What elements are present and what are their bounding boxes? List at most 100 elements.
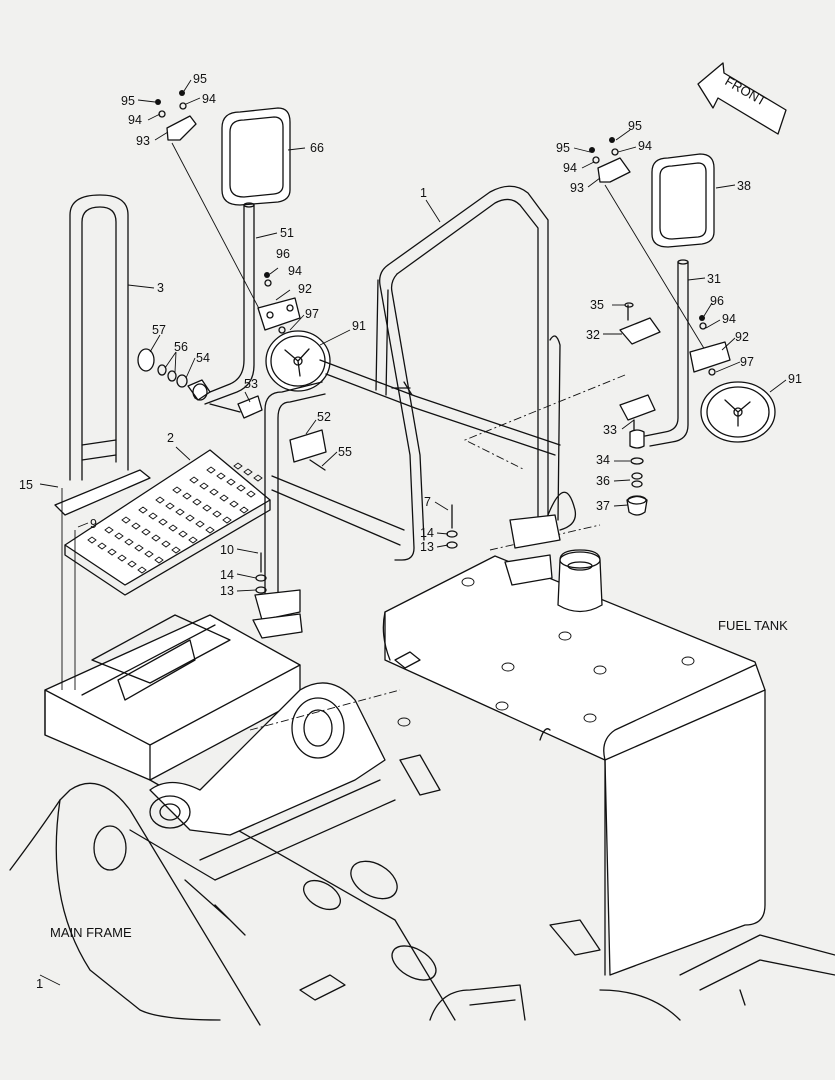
callout-7: 7	[424, 495, 431, 509]
callout-95: 95	[121, 94, 135, 108]
callout-56: 56	[174, 340, 188, 354]
callout-numbers: 95 95 94 94 93 66 51 96 94 92 97 91 3 57…	[19, 72, 802, 598]
plate-perforation	[182, 492, 192, 500]
callout-14: 14	[220, 568, 234, 582]
callout-13: 13	[420, 540, 434, 554]
plate-perforation	[192, 498, 202, 506]
callout-9: 9	[90, 517, 97, 531]
callout-96: 96	[710, 294, 724, 308]
callout-93: 93	[570, 181, 584, 195]
callout-94: 94	[128, 113, 142, 127]
callout-35: 35	[590, 298, 604, 312]
plate-perforation	[114, 532, 124, 540]
plate-perforation	[188, 536, 198, 544]
plate-perforation	[151, 534, 161, 542]
callout-1: 1	[420, 186, 427, 200]
plate-perforation	[134, 544, 144, 552]
callout-66: 66	[310, 141, 324, 155]
callout-51: 51	[280, 226, 294, 240]
plate-perforation	[155, 496, 165, 504]
plate-perforation	[168, 524, 178, 532]
plate-perforation	[239, 506, 249, 514]
callout-31: 31	[707, 272, 721, 286]
callout-94: 94	[288, 264, 302, 278]
plate-perforation	[246, 490, 256, 498]
plate-perforation	[154, 556, 164, 564]
plate-perforation	[185, 514, 195, 522]
callout-96: 96	[276, 247, 290, 261]
floor-plate-2	[64, 449, 271, 596]
callout-32: 32	[586, 328, 600, 342]
corner-mark: 1	[36, 976, 43, 991]
right-mirror-assembly	[589, 137, 776, 516]
plate-perforation	[243, 468, 253, 476]
callout-92: 92	[735, 330, 749, 344]
plate-perforation	[107, 548, 117, 556]
roll-bar-1	[319, 185, 577, 586]
plate-perforation	[212, 510, 222, 518]
callout-94: 94	[563, 161, 577, 175]
callout-37: 37	[596, 499, 610, 513]
plate-perforation	[219, 494, 229, 502]
callout-94: 94	[638, 139, 652, 153]
callout-2: 2	[167, 431, 174, 445]
plate-perforation	[175, 508, 185, 516]
plate-perforation	[206, 466, 216, 474]
callout-94: 94	[722, 312, 736, 326]
plate-perforation	[131, 522, 141, 530]
plate-perforation	[165, 502, 175, 510]
plate-perforation	[172, 486, 182, 494]
callout-95: 95	[628, 119, 642, 133]
plate-perforation	[104, 526, 114, 534]
plate-perforation	[202, 504, 212, 512]
callout-54: 54	[196, 351, 210, 365]
callout-13: 13	[220, 584, 234, 598]
callout-3: 3	[157, 281, 164, 295]
plate-perforation	[178, 530, 188, 538]
plate-perforation	[161, 540, 171, 548]
plate-perforation	[229, 500, 239, 508]
plate-perforation	[216, 472, 226, 480]
callout-36: 36	[596, 474, 610, 488]
callout-95: 95	[556, 141, 570, 155]
grab-handle-3	[54, 194, 151, 516]
plate-perforation	[209, 488, 219, 496]
fuel-tank	[382, 374, 766, 976]
callout-95: 95	[193, 72, 207, 86]
leader-lines	[39, 79, 787, 592]
plate-perforation	[138, 506, 148, 514]
callout-15: 15	[19, 478, 33, 492]
callout-14: 14	[420, 526, 434, 540]
plate-perforation	[127, 560, 137, 568]
plate-perforation	[124, 538, 134, 546]
left-support-post	[209, 381, 405, 639]
plate-perforation	[195, 520, 205, 528]
plate-perforation	[199, 482, 209, 490]
callout-91: 91	[788, 372, 802, 386]
plate-perforation	[226, 478, 236, 486]
callout-92: 92	[298, 282, 312, 296]
callout-57: 57	[152, 323, 166, 337]
plate-perforation	[117, 554, 127, 562]
left-mirror-assembly	[137, 90, 331, 405]
plate-perforation	[148, 512, 158, 520]
callout-94: 94	[202, 92, 216, 106]
plate-perforation	[189, 476, 199, 484]
plate-perforation	[171, 546, 181, 554]
plate-perforation	[87, 536, 97, 544]
main-frame	[9, 614, 835, 1026]
fuel-tank-label: FUEL TANK	[718, 618, 788, 633]
plate-perforation	[236, 484, 246, 492]
plate-perforation	[253, 474, 263, 482]
plate-perforation	[158, 518, 168, 526]
callout-97: 97	[305, 307, 319, 321]
callout-38: 38	[737, 179, 751, 193]
callout-97: 97	[740, 355, 754, 369]
plate-perforation	[205, 526, 215, 534]
callout-52: 52	[317, 410, 331, 424]
plate-perforation	[97, 542, 107, 550]
callout-91: 91	[352, 319, 366, 333]
main-frame-label: MAIN FRAME	[50, 925, 132, 940]
plate-perforation	[222, 516, 232, 524]
